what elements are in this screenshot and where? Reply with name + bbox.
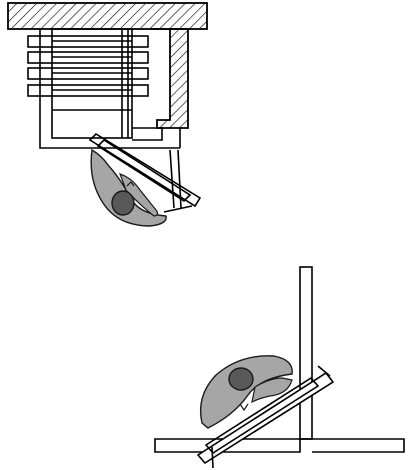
person-head xyxy=(228,367,254,391)
scene-top xyxy=(7,2,208,227)
person-arm xyxy=(118,173,159,217)
shelf-drawers xyxy=(27,35,149,111)
person xyxy=(199,355,293,429)
drawer xyxy=(27,35,149,48)
drawer xyxy=(27,51,149,64)
hatched-column xyxy=(150,28,189,129)
person-arm xyxy=(251,377,293,404)
drawer xyxy=(27,84,149,97)
person-body xyxy=(199,355,293,429)
person-body xyxy=(90,148,167,227)
hand-cart xyxy=(88,132,202,213)
hand-cart xyxy=(196,365,335,469)
person xyxy=(90,148,167,227)
shelf-cabinet xyxy=(51,28,133,139)
wall-horizontal xyxy=(154,438,405,453)
step-platform xyxy=(132,127,163,141)
scene-bottom xyxy=(154,266,405,469)
person-head xyxy=(111,190,135,216)
wall-vertical xyxy=(299,266,313,440)
hatched-ceiling xyxy=(7,2,208,30)
drawer xyxy=(27,67,149,80)
